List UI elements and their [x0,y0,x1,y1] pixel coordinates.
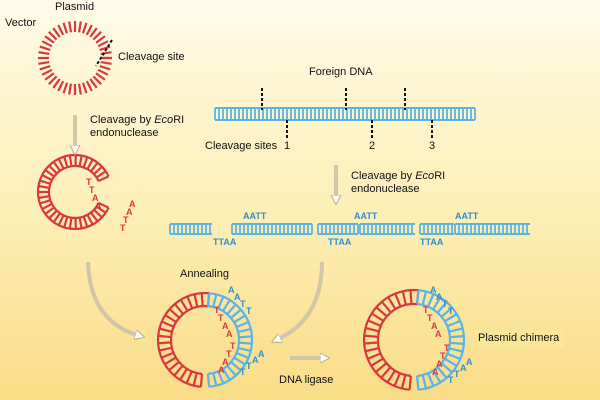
dna-ligase-label: DNA ligase [279,374,334,386]
open-plasmid-base-t1: T [86,177,92,187]
annealing-red-a4: A [222,357,229,367]
annealing-blue-a2: A [234,292,241,302]
chimera-red-t2: T [427,313,433,323]
chimera-blue-a1: A [430,285,437,295]
chimera-blue-a2: A [436,292,443,302]
chimera-red-a4: A [436,359,443,369]
annealing-red-band [157,291,211,388]
foreign-dna-label: Foreign DNA [309,66,373,78]
annealing-blue-a1: A [228,285,235,295]
open-plasmid-band [36,153,110,231]
chimera-blue-a4: A [466,357,473,367]
step1-caption: Cleavage by EcoRI endonuclease [90,114,185,139]
chimera-red-a3: A [432,367,439,377]
chimera-red-t1: T [423,305,429,315]
annealing-red-t3: T [226,349,232,359]
chimera-red-a1: A [431,321,438,331]
annealing-blue-t1: T [240,299,246,309]
fragment-2-main [359,223,415,235]
chimera-blue-t3: T [448,375,454,385]
plasmid-chimera-ring [362,288,466,391]
chimera-red-band [362,288,420,391]
annealing-red-a2: A [226,329,233,339]
vector-label: Vector [5,17,37,29]
cleavage-sites-label: Cleavage sites [205,140,278,152]
chimera-blue-band [416,289,466,391]
step2-caption: Cleavage by EcoRI endonuclease [351,170,446,195]
open-plasmid-base-a1: A [92,193,99,203]
site-number-3: 3 [429,140,436,152]
chimera-blue-t2: T [448,306,454,316]
annealing-blue-t4: T [246,361,252,371]
sticky-end-ttaa-1: TTAA [213,237,237,247]
chimera-blue-t4: T [454,369,460,379]
site-number-2: 2 [369,140,376,152]
annealing-red-t4: T [230,341,236,351]
chimera-blue-t1: T [442,299,448,309]
annealing-blue-a4: A [258,349,265,359]
foreign-dna-strand [214,107,476,121]
fragment-3-left [419,223,454,235]
arrow-fragment-to-annealing [276,261,324,340]
annealing-red-t2: T [218,313,224,323]
cleaved-plasmid [36,153,110,231]
fragment-1-left [169,223,212,235]
plasmid-label: Plasmid [55,1,95,13]
chimera-red-t3: T [440,351,446,361]
sticky-end-ttaa-3: TTAA [420,237,444,247]
chimera-red-t4: T [444,343,450,353]
annealing-plasmid [157,291,254,388]
annealing-red-a1: A [222,321,229,331]
fragment-2-left [317,223,359,235]
plasmid-chimera-label-bg [474,330,564,347]
open-plasmid-base-a2: A [95,201,102,211]
chimera-blue-a3: A [460,363,467,373]
plasmid-chimera-label: Plasmid chimera [478,332,560,344]
sticky-end-aatt-1: AATT [243,211,267,221]
open-plasmid-base-t3: T [123,215,129,225]
site-number-1: 1 [284,140,291,152]
foreign-dna-fragments [169,223,530,235]
open-plasmid-base-a4: A [126,207,133,217]
sticky-end-ttaa-2: TTAA [328,237,352,247]
fragment-3-main [454,223,530,235]
annealing-red-a3: A [218,365,225,375]
sticky-end-aatt-3: AATT [455,211,479,221]
sticky-end-aatt-2: AATT [354,211,378,221]
cleavage-site-label: Cleavage site [118,51,185,63]
open-plasmid-base-a3: A [129,199,136,209]
open-plasmid-base-t2: T [89,185,95,195]
plasmid-cleavage-marker [95,39,113,67]
fragment-1-main [231,223,313,235]
chimera-red-a2: A [435,329,442,339]
annealing-blue-t3: T [240,367,246,377]
open-plasmid-base-t4: T [120,223,126,233]
annealing-label: Annealing [180,268,229,280]
annealing-blue-band [206,292,254,388]
annealing-blue-a3: A [252,355,259,365]
foreign-dna-ladder [214,107,476,121]
annealing-red-t1: T [214,305,220,315]
annealing-blue-t2: T [246,306,252,316]
arrow-plasmid-to-annealing [86,261,140,336]
